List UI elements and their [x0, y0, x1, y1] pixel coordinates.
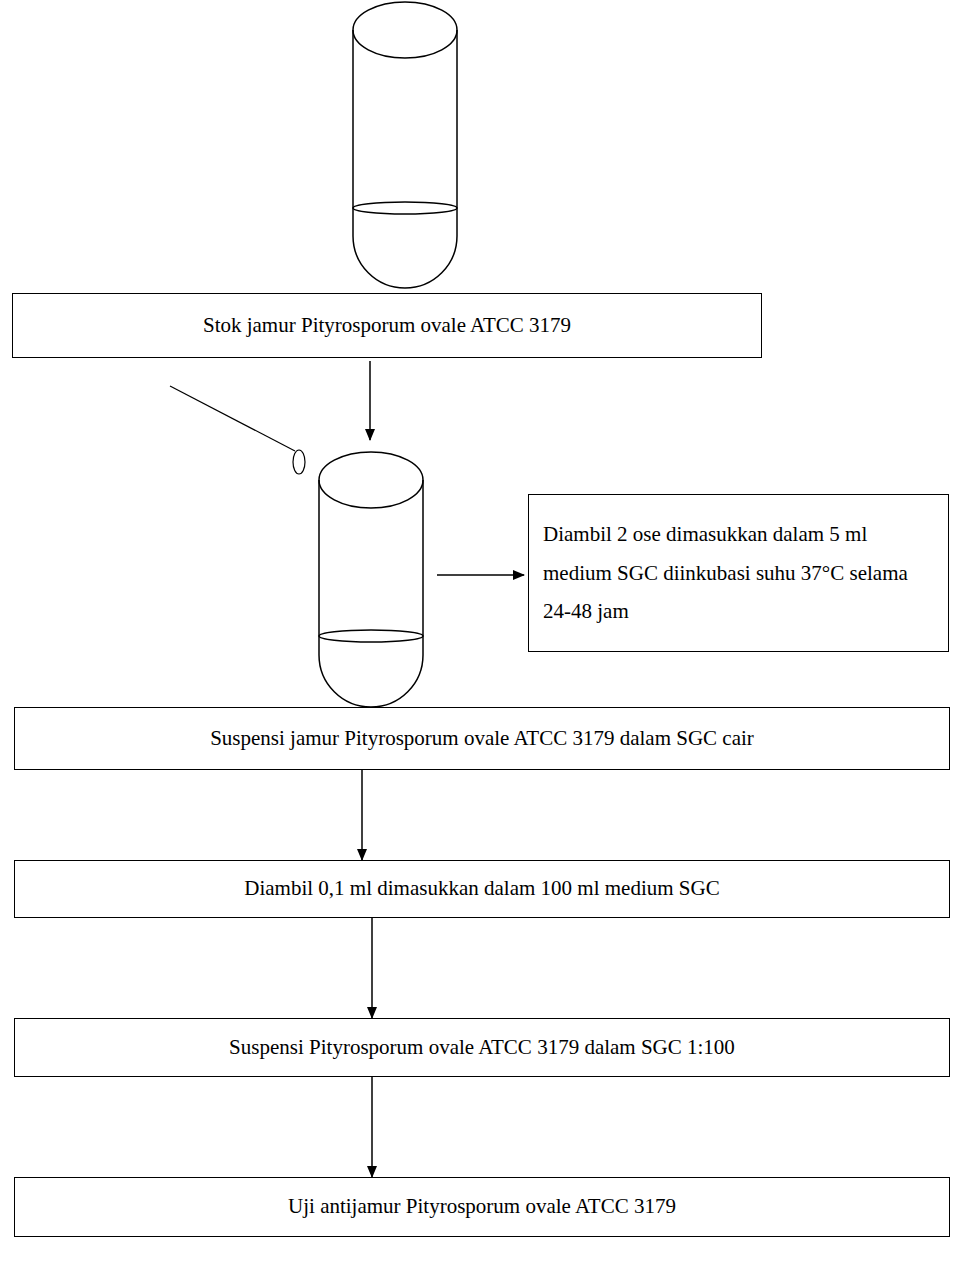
inoculating-loop [170, 386, 305, 474]
culture-tube [319, 452, 423, 707]
box-text: Suspensi Pityrosporum ovale ATCC 3179 da… [25, 1034, 939, 1061]
box-text: Diambil 0,1 ml dimasukkan dalam 100 ml m… [25, 875, 939, 902]
process-box: Uji antijamur Pityrosporum ovale ATCC 31… [14, 1177, 950, 1237]
process-box: Diambil 0,1 ml dimasukkan dalam 100 ml m… [14, 860, 950, 918]
box-text: Stok jamur Pityrosporum ovale ATCC 3179 [23, 312, 751, 339]
flow-arrow [361, 770, 363, 860]
process-box: Suspensi Pityrosporum ovale ATCC 3179 da… [14, 1018, 950, 1077]
box-text: Diambil 2 ose dimasukkan dalam 5 ml medi… [543, 515, 934, 632]
flow-arrow [369, 361, 371, 440]
box-text: Suspensi jamur Pityrosporum ovale ATCC 3… [25, 725, 939, 752]
box-text: Uji antijamur Pityrosporum ovale ATCC 31… [25, 1193, 939, 1220]
stock-tube [353, 2, 457, 288]
process-box: Suspensi jamur Pityrosporum ovale ATCC 3… [14, 707, 950, 770]
note-arrow [437, 574, 524, 576]
flow-arrow [371, 918, 373, 1018]
note-box: Diambil 2 ose dimasukkan dalam 5 ml medi… [528, 494, 949, 652]
process-box: Stok jamur Pityrosporum ovale ATCC 3179 [12, 293, 762, 358]
flow-arrow [371, 1077, 373, 1177]
